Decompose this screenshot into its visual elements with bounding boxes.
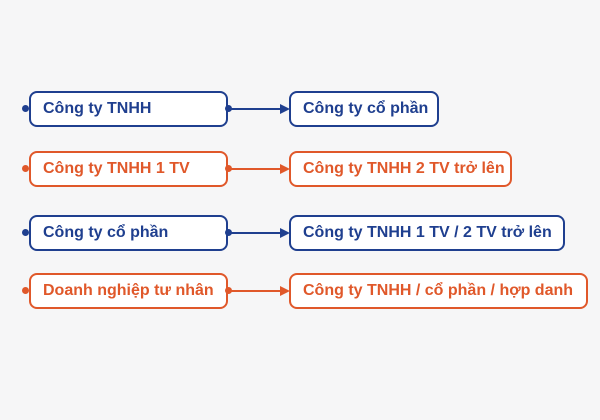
arrow-right-icon [280,228,290,238]
target-box-row-1: Công ty cổ phần [289,91,439,127]
connector-line-row-4 [229,290,281,292]
source-box-row-1: Công ty TNHH [29,91,228,127]
end-dot-row-3 [225,229,232,236]
end-dot-row-2 [225,165,232,172]
arrow-right-icon [280,164,290,174]
source-box-row-2: Công ty TNHH 1 TV [29,151,228,187]
target-box-row-3: Công ty TNHH 1 TV / 2 TV trở lên [289,215,565,251]
source-box-row-3: Công ty cổ phần [29,215,228,251]
end-dot-row-4 [225,287,232,294]
start-dot-row-3 [22,229,29,236]
start-dot-row-2 [22,165,29,172]
connector-line-row-3 [229,232,281,234]
arrow-right-icon [280,286,290,296]
source-box-row-4: Doanh nghiệp tư nhân [29,273,228,309]
end-dot-row-1 [225,105,232,112]
connector-line-row-1 [229,108,281,110]
connector-line-row-2 [229,168,281,170]
start-dot-row-1 [22,105,29,112]
target-box-row-2: Công ty TNHH 2 TV trở lên [289,151,512,187]
arrow-right-icon [280,104,290,114]
start-dot-row-4 [22,287,29,294]
target-box-row-4: Công ty TNHH / cổ phần / hợp danh [289,273,588,309]
